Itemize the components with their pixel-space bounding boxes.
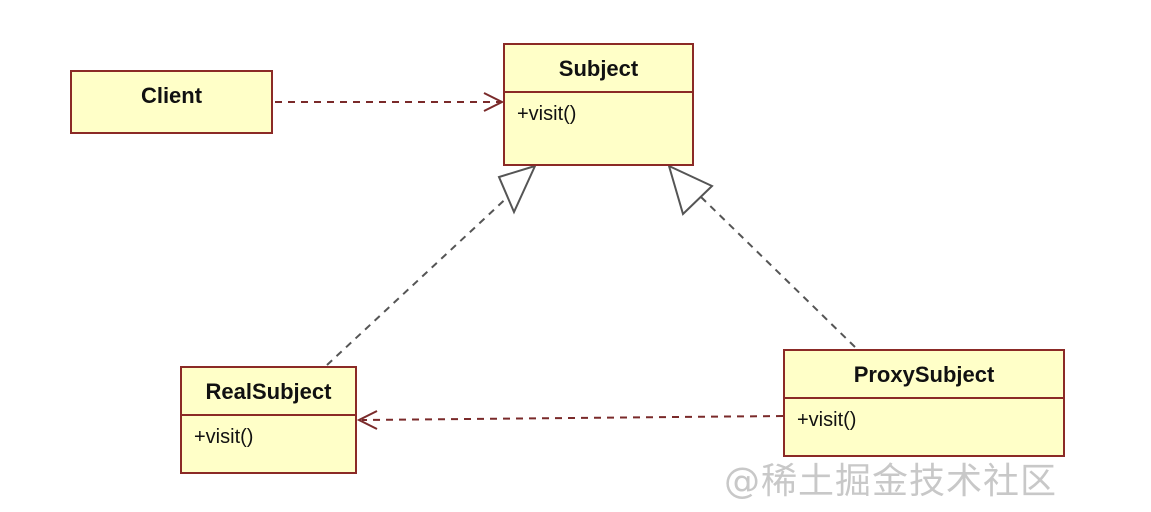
proxysubject-method-visit: +visit() bbox=[797, 409, 857, 431]
proxysubject-class-members: +visit() bbox=[785, 399, 1063, 432]
client-to-subject-open-arrowhead bbox=[483, 92, 505, 112]
subject-class: Subject +visit() bbox=[503, 43, 694, 166]
watermark-text: @稀土掘金技术社区 bbox=[724, 461, 1058, 502]
subject-class-name: Subject bbox=[505, 45, 692, 93]
proxysubject-to-subject-hollow-triangle bbox=[667, 164, 714, 216]
realsubject-method-visit: +visit() bbox=[194, 426, 254, 448]
realsubject-class-name: RealSubject bbox=[182, 368, 355, 416]
client-class: Client bbox=[70, 70, 273, 134]
subject-method-visit: +visit() bbox=[517, 103, 577, 125]
client-class-name: Client bbox=[140, 83, 203, 108]
realsubject-to-subject-realization-line bbox=[326, 192, 513, 366]
proxysubject-to-realsubject-dependency-line bbox=[361, 415, 784, 421]
proxysubject-class-name: ProxySubject bbox=[785, 351, 1063, 399]
proxysubject-class: ProxySubject +visit() bbox=[783, 349, 1065, 457]
subject-class-members: +visit() bbox=[505, 93, 692, 126]
realsubject-to-subject-hollow-triangle bbox=[497, 164, 537, 215]
realsubject-class-members: +visit() bbox=[182, 416, 355, 449]
realsubject-class: RealSubject +visit() bbox=[180, 366, 357, 474]
proxysubject-to-realsubject-open-arrowhead bbox=[356, 410, 378, 430]
proxysubject-to-subject-realization-line bbox=[699, 195, 856, 348]
